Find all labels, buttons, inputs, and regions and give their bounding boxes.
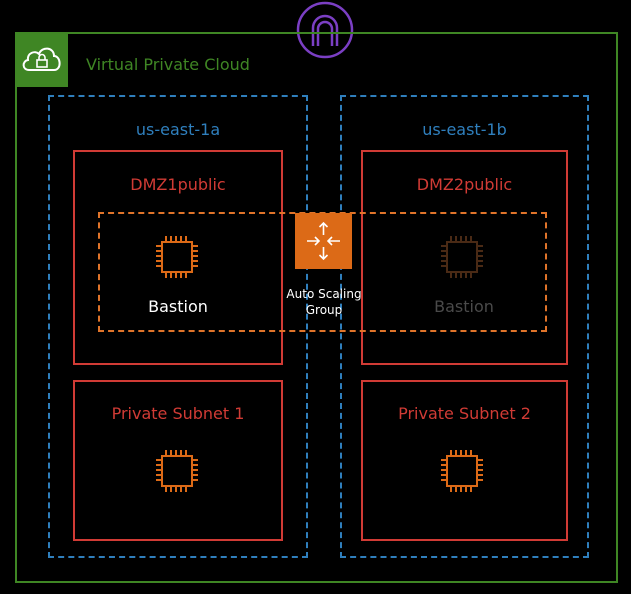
public-subnet-2-label: DMZ2public <box>416 175 513 194</box>
vpc-cloud-lock-icon <box>22 47 61 71</box>
availability-zone-b-label: us-east-1b <box>422 120 507 139</box>
private-subnet-1-label: Private Subnet 1 <box>111 404 245 423</box>
auto-scaling-group-label: Auto Scaling Group <box>278 286 370 318</box>
private-instance-2-icon <box>441 450 483 492</box>
auto-scaling-label-line1: Auto Scaling <box>286 287 362 301</box>
auto-scaling-icon <box>307 221 340 261</box>
public-subnet-1-label: DMZ1public <box>130 175 226 194</box>
availability-zone-b <box>340 95 589 558</box>
private-instance-1-icon <box>156 450 198 492</box>
public-subnet-1 <box>73 150 283 365</box>
private-subnet-1 <box>73 380 283 541</box>
vpc-badge <box>15 32 68 87</box>
private-subnet-2-label: Private Subnet 2 <box>398 404 531 423</box>
internet-gateway-icon <box>296 1 354 59</box>
vpc-label: Virtual Private Cloud <box>86 55 250 74</box>
auto-scaling-tile <box>295 213 352 269</box>
bastion-instance-2-icon <box>441 236 483 278</box>
bastion-instance-1-icon <box>156 236 198 278</box>
availability-zone-a-label: us-east-1a <box>135 120 221 139</box>
public-subnet-2 <box>361 150 568 365</box>
vpc-container <box>15 32 618 583</box>
availability-zone-a <box>48 95 308 558</box>
auto-scaling-label-line2: Group <box>305 303 343 317</box>
bastion-instance-1-label: Bastion <box>148 297 208 316</box>
bastion-instance-2-label: Bastion <box>434 297 494 316</box>
private-subnet-2 <box>361 380 568 541</box>
